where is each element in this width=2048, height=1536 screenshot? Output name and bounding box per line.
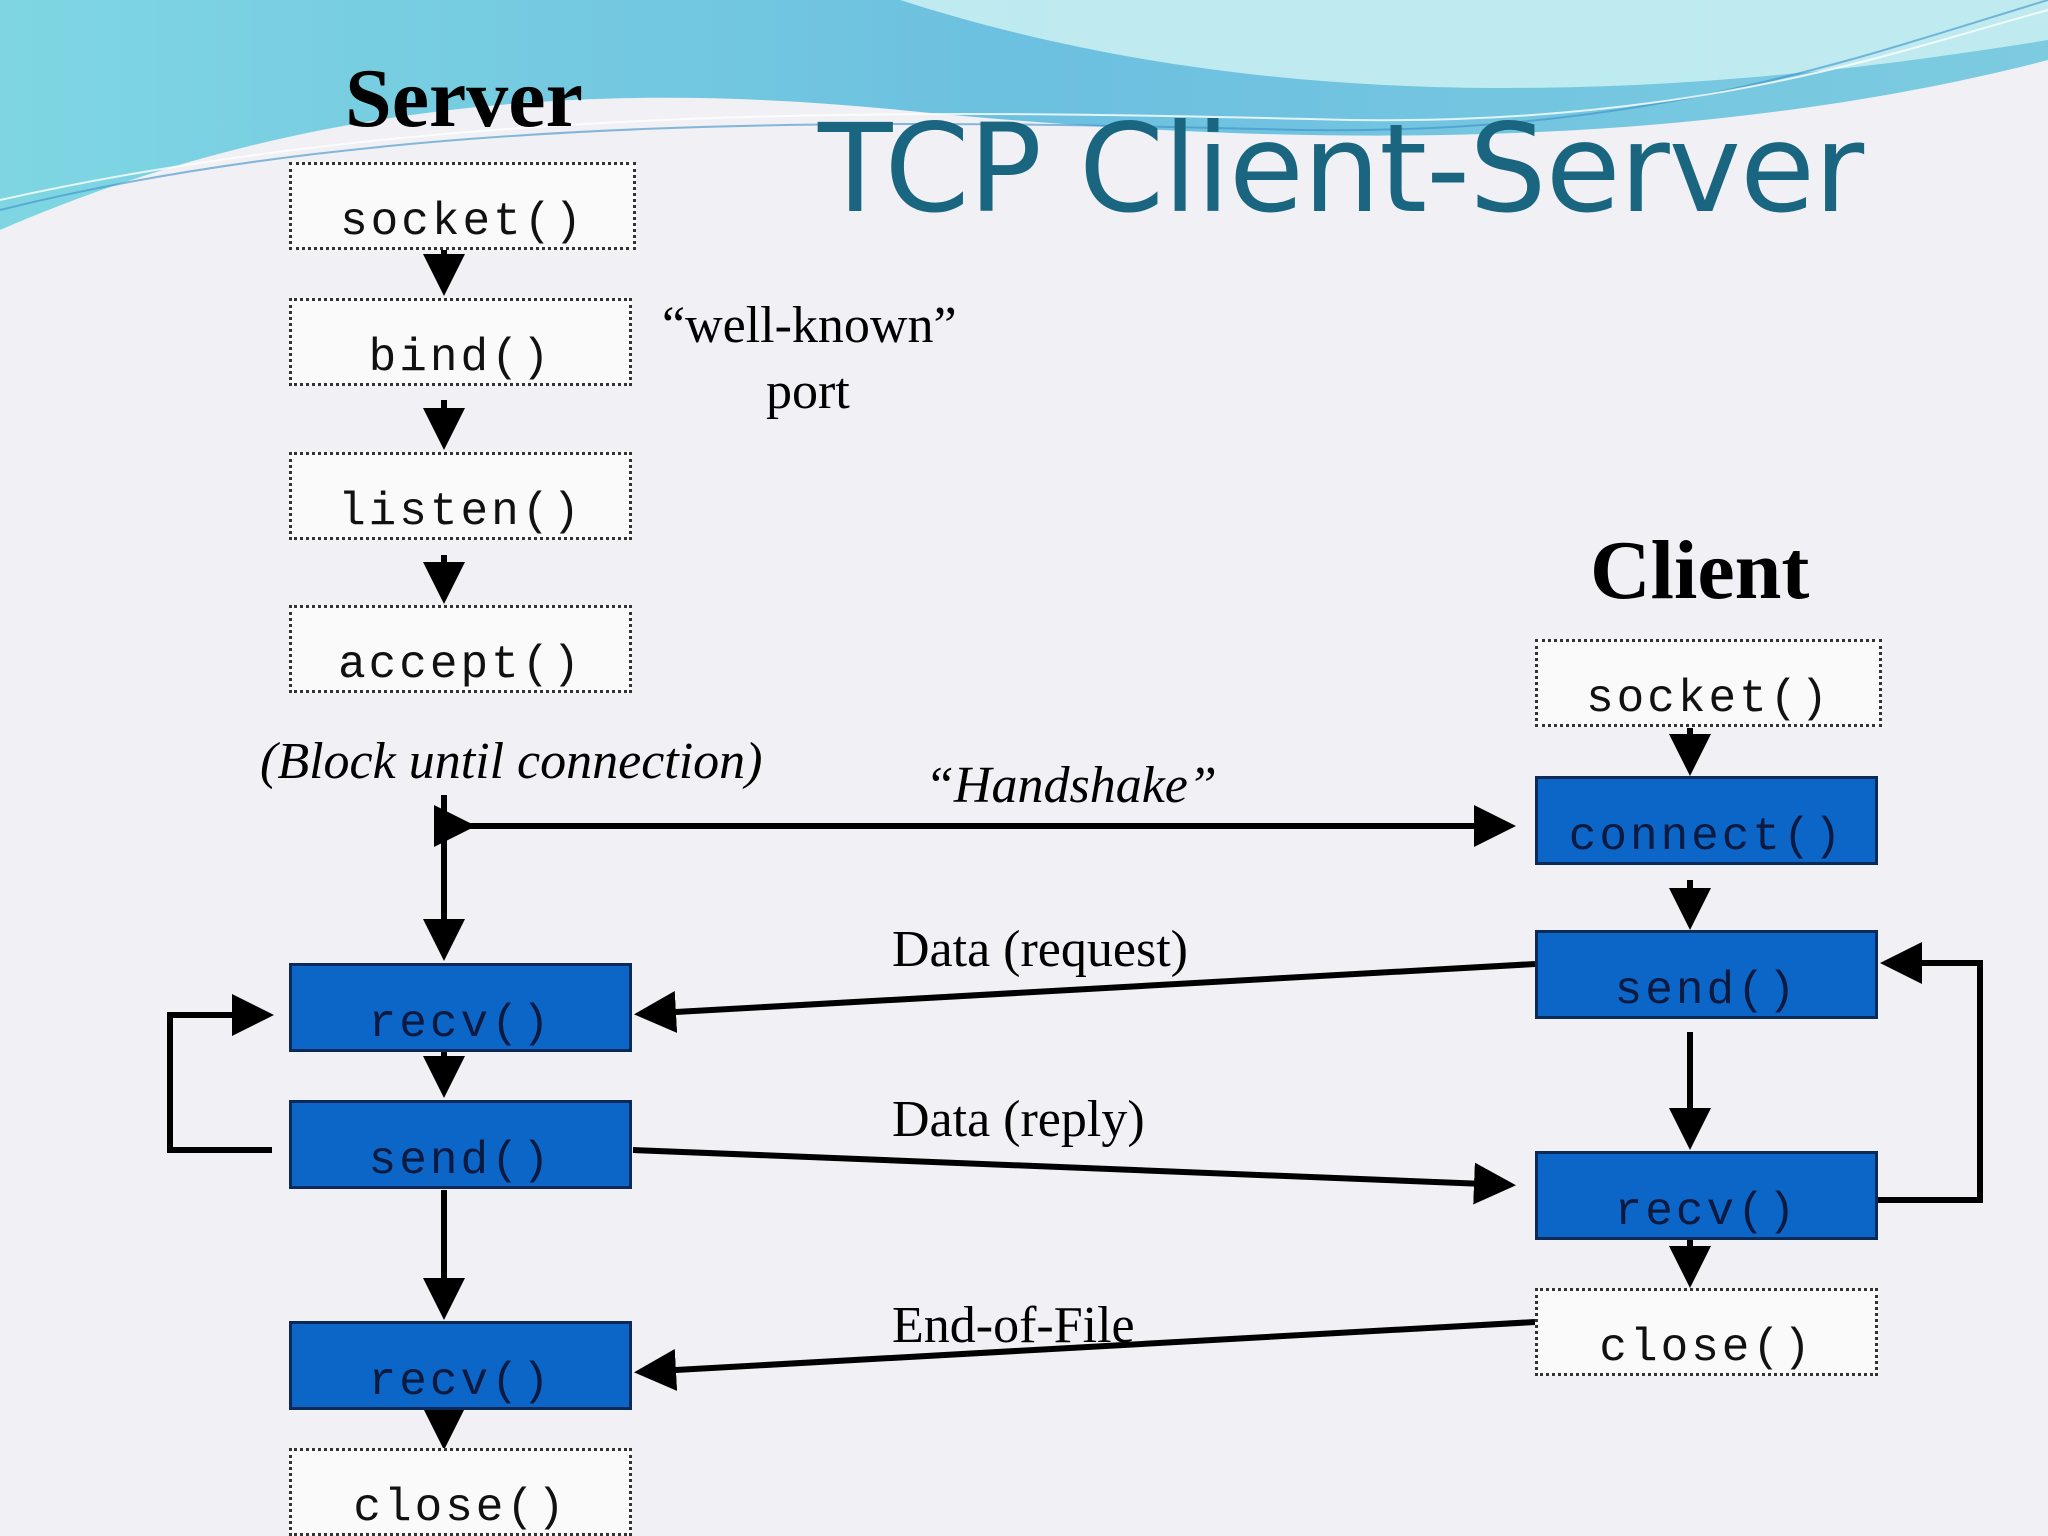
client-send-box: send() bbox=[1535, 930, 1878, 1019]
client-heading: Client bbox=[1590, 524, 1810, 617]
server-heading: Server bbox=[345, 52, 583, 145]
server-close-box: close() bbox=[289, 1448, 632, 1536]
server-accept-box: accept() bbox=[289, 605, 632, 693]
data-reply-label: Data (reply) bbox=[892, 1091, 1145, 1148]
server-send-box: send() bbox=[289, 1100, 632, 1189]
server-recv-box: recv() bbox=[289, 963, 632, 1052]
end-of-file-label: End-of-File bbox=[892, 1297, 1135, 1354]
port-label: port bbox=[766, 363, 850, 420]
header-wave-banner bbox=[0, 0, 2048, 230]
client-socket-box: socket() bbox=[1535, 639, 1882, 727]
client-loop-arrow bbox=[1878, 942, 1983, 1203]
server-recv2-box: recv() bbox=[289, 1321, 632, 1410]
client-close-box: close() bbox=[1535, 1288, 1878, 1376]
server-listen-box: listen() bbox=[289, 452, 632, 540]
client-connect-box: connect() bbox=[1535, 776, 1878, 865]
request-arrow bbox=[634, 961, 1536, 1033]
server-loop-arrow bbox=[167, 994, 274, 1153]
slide-title: TCP Client-Server bbox=[818, 98, 1864, 240]
reply-arrow bbox=[632, 1147, 1516, 1205]
handshake-label: “Handshake” bbox=[925, 757, 1217, 814]
eof-arrow bbox=[634, 1319, 1536, 1391]
server-bind-box: bind() bbox=[289, 298, 632, 386]
block-until-connection-note: (Block until connection) bbox=[260, 733, 763, 790]
client-recv-box: recv() bbox=[1535, 1151, 1878, 1240]
well-known-label: “well-known” bbox=[662, 297, 957, 354]
server-socket-box: socket() bbox=[289, 162, 636, 250]
data-request-label: Data (request) bbox=[892, 921, 1188, 978]
